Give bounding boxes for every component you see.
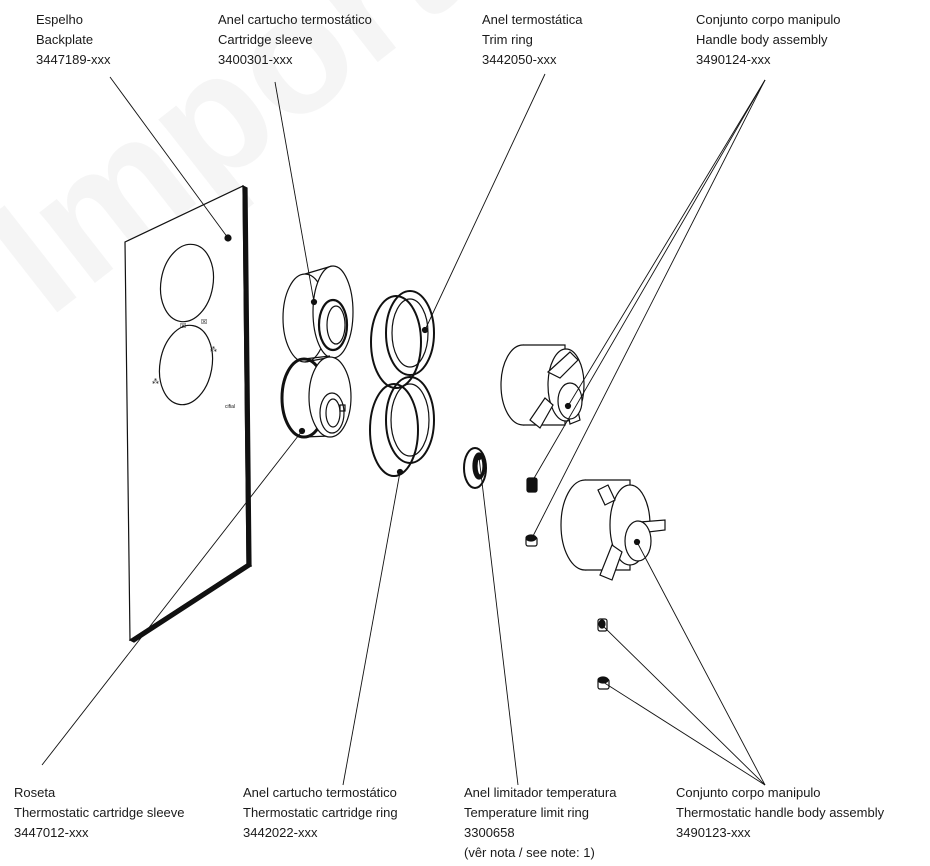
limit-ring-label-note: (vêr nota / see note: 1): [464, 845, 595, 860]
backplate-label: Espelho Backplate 3447189-xxx: [36, 10, 110, 70]
svg-text:cifial: cifial: [225, 404, 235, 410]
trim-ring-label: Anel termostática Trim ring 3442050-xxx: [482, 10, 582, 70]
trim-ring-label-code: 3442050-xxx: [482, 52, 557, 67]
handle-body-label-en: Handle body assembly: [696, 32, 828, 47]
leader-lines: [41, 73, 766, 786]
svg-text:⁂: ⁂: [210, 346, 217, 354]
backplate-label-code: 3447189-xxx: [36, 52, 111, 67]
limit-ring-label-pt: Anel limitador temperatura: [464, 785, 617, 800]
limit-ring-label-code: 3300658: [464, 825, 515, 840]
handle-body-label-code: 3490124-xxx: [696, 52, 771, 67]
cartridge-sleeve-label-en: Cartridge sleeve: [218, 32, 313, 47]
cartridge-sleeve-label-code: 3400301-xxx: [218, 52, 293, 67]
cartridge-ring-label-pt: Anel cartucho termostático: [243, 785, 397, 800]
svg-text:⁂: ⁂: [152, 378, 159, 386]
trim-ring-part: [370, 290, 435, 389]
backplate-label-en: Backplate: [36, 32, 94, 47]
roseta-label-code: 3447012-xxx: [14, 825, 89, 840]
roseta-label-pt: Roseta: [14, 785, 56, 800]
thermo-handle-label: Conjunto corpo manipulo Thermostatic han…: [676, 783, 884, 843]
thermostatic-handle-part: [560, 479, 666, 581]
screws: [525, 477, 610, 690]
cartridge-ring-part: [369, 376, 435, 477]
backplate-label-pt: Espelho: [36, 12, 83, 27]
limit-ring-label-en: Temperature limit ring: [464, 805, 589, 820]
backplate-part: ☒ ☒ ⁂ ⁂ cifial: [124, 185, 253, 643]
handle-body-part: [500, 344, 585, 429]
cartridge-sleeve-label-pt: Anel cartucho termostático: [218, 12, 372, 27]
cartridge-ring-label-en: Thermostatic cartridge ring: [243, 805, 398, 820]
cartridge-ring-label-code: 3442022-xxx: [243, 825, 318, 840]
cartridge-sleeve-label: Anel cartucho termostático Cartridge sle…: [218, 10, 372, 70]
handle-body-label-pt: Conjunto corpo manipulo: [696, 12, 841, 27]
svg-text:☒: ☒: [201, 318, 207, 326]
thermo-handle-label-code: 3490123-xxx: [676, 825, 751, 840]
limit-ring-label: Anel limitador temperatura Temperature l…: [464, 783, 616, 863]
roseta-part: [280, 355, 352, 439]
handle-body-label: Conjunto corpo manipulo Handle body asse…: [696, 10, 841, 70]
thermo-handle-label-pt: Conjunto corpo manipulo: [676, 785, 821, 800]
roseta-label: Roseta Thermostatic cartridge sleeve 344…: [14, 783, 185, 843]
limit-ring-part: [463, 447, 487, 489]
thermo-handle-label-en: Thermostatic handle body assembly: [676, 805, 885, 820]
cartridge-sleeve-part: [282, 265, 354, 363]
trim-ring-label-en: Trim ring: [482, 32, 533, 47]
svg-text:☒: ☒: [180, 322, 186, 330]
roseta-label-en: Thermostatic cartridge sleeve: [14, 805, 185, 820]
trim-ring-label-pt: Anel termostática: [482, 12, 583, 27]
cartridge-ring-label: Anel cartucho termostático Thermostatic …: [243, 783, 398, 843]
